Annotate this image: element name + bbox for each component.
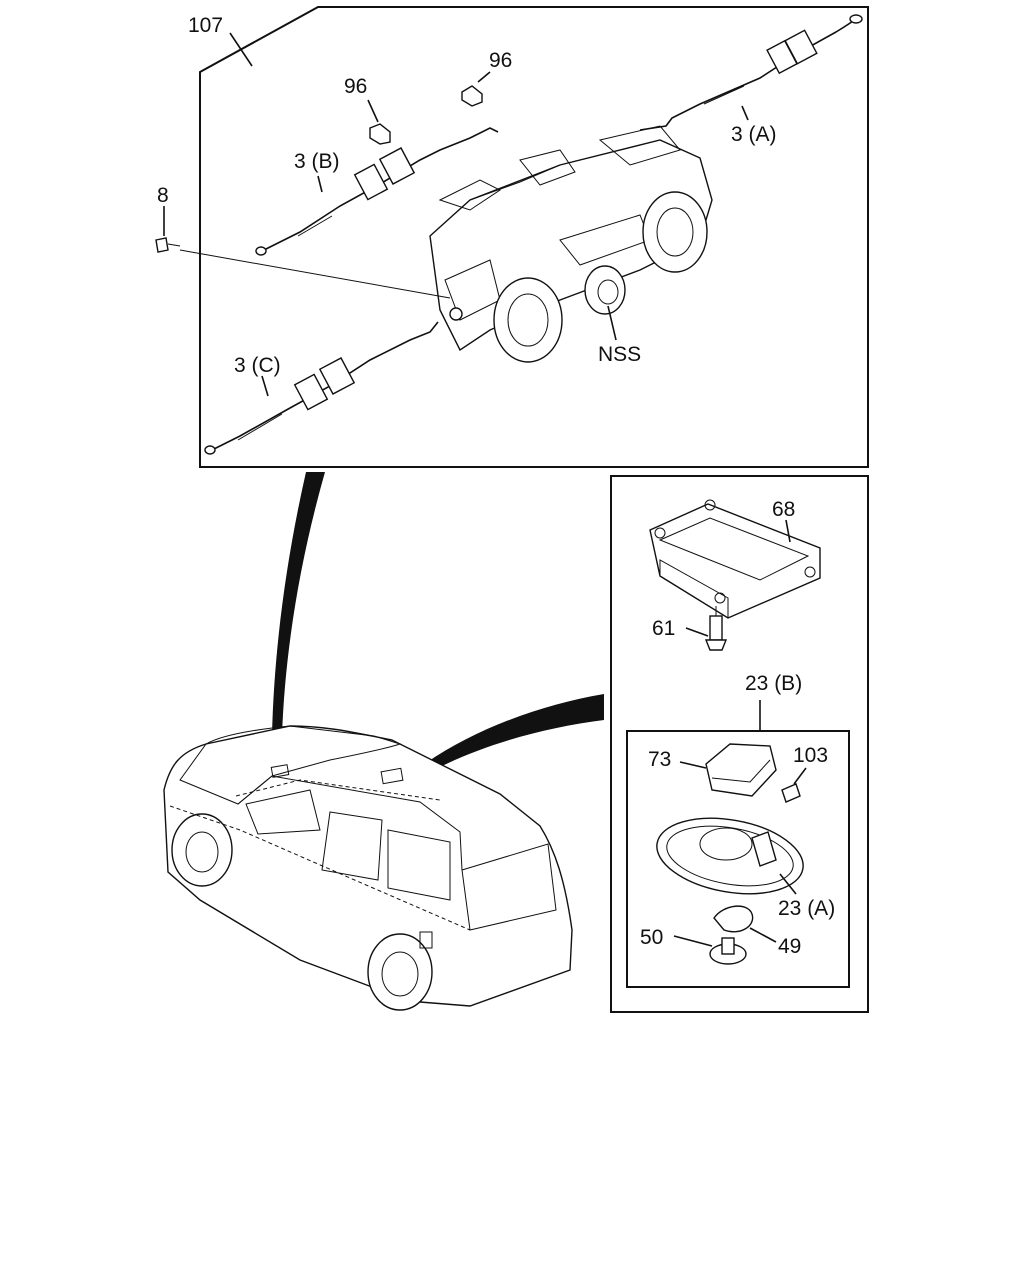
clip-103 (781, 767, 807, 803)
clip-96-left (367, 99, 391, 145)
vehicle-illustration (163, 725, 573, 1011)
label-107: 107 (188, 14, 223, 37)
label-96-right: 96 (489, 49, 512, 72)
housing-23a (656, 817, 804, 895)
label-61: 61 (652, 617, 675, 640)
bracket-68 (649, 499, 821, 619)
bulb-50 (673, 935, 747, 965)
label-103: 103 (793, 744, 828, 767)
label-68: 68 (772, 498, 795, 521)
label-3b: 3 (B) (294, 150, 340, 173)
heater-control-panel (155, 6, 869, 468)
label-3c: 3 (C) (234, 354, 281, 377)
cable-3a (639, 14, 863, 131)
label-96-left: 96 (344, 75, 367, 98)
label-50: 50 (640, 926, 663, 949)
label-23a: 23 (A) (778, 897, 835, 920)
label-8: 8 (157, 184, 169, 207)
cable-3c (204, 321, 439, 455)
clip-96-right (461, 71, 491, 107)
lens-73 (679, 743, 777, 797)
label-73: 73 (648, 748, 671, 771)
cable-3b (255, 127, 499, 256)
label-23b: 23 (B) (745, 672, 802, 695)
label-nss: NSS (598, 343, 641, 366)
gasket-49 (713, 905, 777, 943)
roof-lamp-panel (610, 475, 869, 1013)
label-3a: 3 (A) (731, 123, 777, 146)
leader-roof-lamp (416, 694, 604, 778)
label-49: 49 (778, 935, 801, 958)
bolt-61 (685, 606, 728, 651)
leader-heater (272, 472, 325, 736)
screw-8 (155, 206, 451, 299)
heater-control-unit (429, 125, 713, 363)
